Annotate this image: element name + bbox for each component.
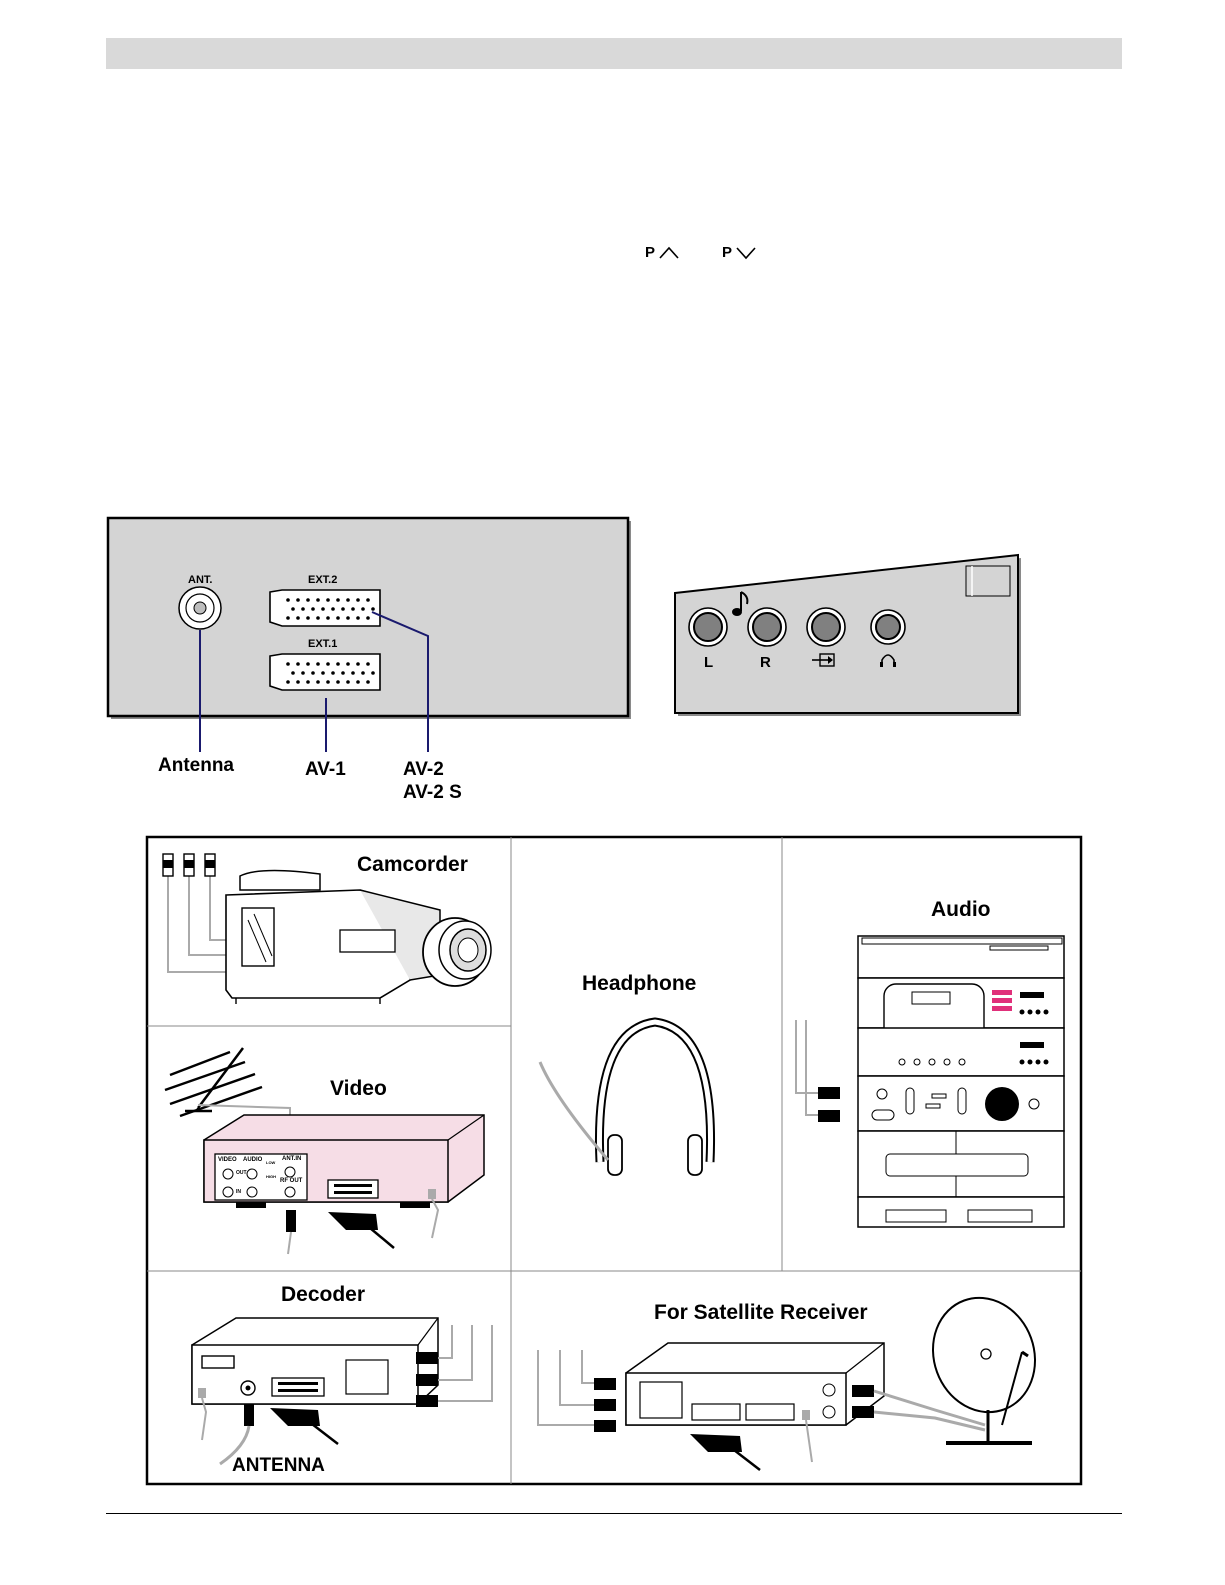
decoder-antenna-label: ANTENNA xyxy=(232,1455,325,1477)
vcr-antin-label: ANT.IN xyxy=(282,1156,301,1162)
video-label: Video xyxy=(330,1077,387,1101)
vcr-low-label: LOW xyxy=(266,1160,275,1165)
vcr-out-label: OUT xyxy=(236,1170,247,1176)
devices-figure xyxy=(0,0,1225,1500)
vcr-audio-label: AUDIO xyxy=(243,1157,262,1163)
vcr-high-label: HIGH xyxy=(266,1174,276,1179)
footer-rule xyxy=(106,1513,1122,1514)
headphone-label: Headphone xyxy=(582,972,696,996)
audio-label: Audio xyxy=(931,898,990,922)
vcr-in-label: IN xyxy=(236,1189,241,1195)
decoder-label: Decoder xyxy=(281,1283,365,1307)
camcorder-label: Camcorder xyxy=(357,853,468,877)
satellite-label: For Satellite Receiver xyxy=(654,1301,868,1325)
vcr-rfout-label: RF OUT xyxy=(280,1178,302,1184)
vcr-video-label: VIDEO xyxy=(218,1157,237,1163)
